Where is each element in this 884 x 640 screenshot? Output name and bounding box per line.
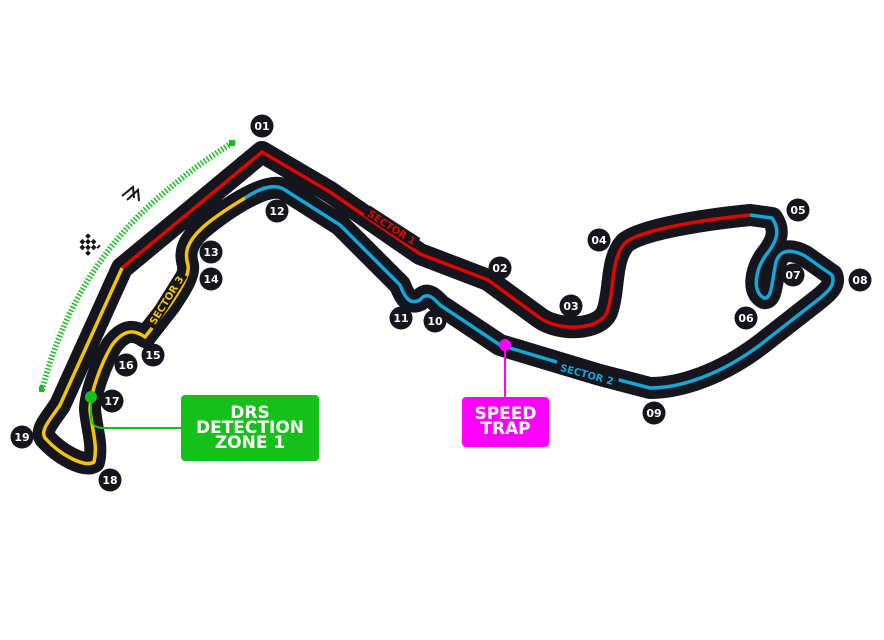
corner-marker-circle [781,263,805,287]
corner-number: 05 [790,204,805,217]
corner-number: 14 [203,273,219,286]
corner-number: 19 [14,431,29,444]
speed-trap-point [499,339,511,351]
speed-trap-line1: SPEED [474,404,537,424]
drs-detection-point [85,391,97,403]
checkered-flag-icon [79,233,101,256]
drs-zone-chevron-icon [121,185,140,202]
corner-marker-circle [141,343,165,367]
corner-number: 03 [563,300,578,313]
corner-number: 16 [118,359,134,372]
speed-trap-box: SPEED TRAP [462,397,549,447]
corner-number: 04 [591,234,607,247]
corner-marker-circle [10,425,34,449]
corner-marker-circle [199,240,223,264]
corner-marker-circle [786,198,810,222]
corner-number: 01 [254,120,269,133]
corner-number: 06 [738,312,754,325]
corner-number: 15 [145,349,160,362]
corner-marker-circle [114,353,138,377]
corner-number: 17 [104,395,119,408]
corner-marker-circle [98,468,122,492]
drs-box-line2: DETECTION [195,417,304,438]
corner-marker-circle [734,306,758,330]
corner-marker-circle [423,309,447,333]
corner-number: 02 [492,262,507,275]
corner-marker-circle [559,294,583,318]
drs-detection-zone-box: DRS DETECTION ZONE 1 [181,395,319,461]
corner-number: 08 [852,274,867,287]
corner-marker-circle [199,267,223,291]
drs-box-line3: ZONE 1 [214,432,286,453]
corner-number: 13 [203,246,218,259]
corner-marker-circle [100,389,124,413]
corner-number: 07 [785,269,800,282]
drs-box-line1: DRS [230,402,270,423]
corner-number: 12 [269,205,284,218]
corner-marker-circle [389,306,413,330]
corner-marker-circle [587,228,611,252]
sector-2-line [244,185,835,390]
corner-marker-circle [250,114,274,138]
corner-number: 18 [102,474,117,487]
corner-marker-circle [488,256,512,280]
corner-marker-circle [265,199,289,223]
corner-number: 10 [427,315,443,328]
sector-1-line [120,150,751,329]
corner-number: 11 [393,312,408,325]
sector-3-line [42,196,246,466]
speed-trap-line2: TRAP [480,419,531,439]
corner-marker-circle [642,401,666,425]
corner-marker-circle [848,268,872,292]
corner-number: 09 [646,407,661,420]
